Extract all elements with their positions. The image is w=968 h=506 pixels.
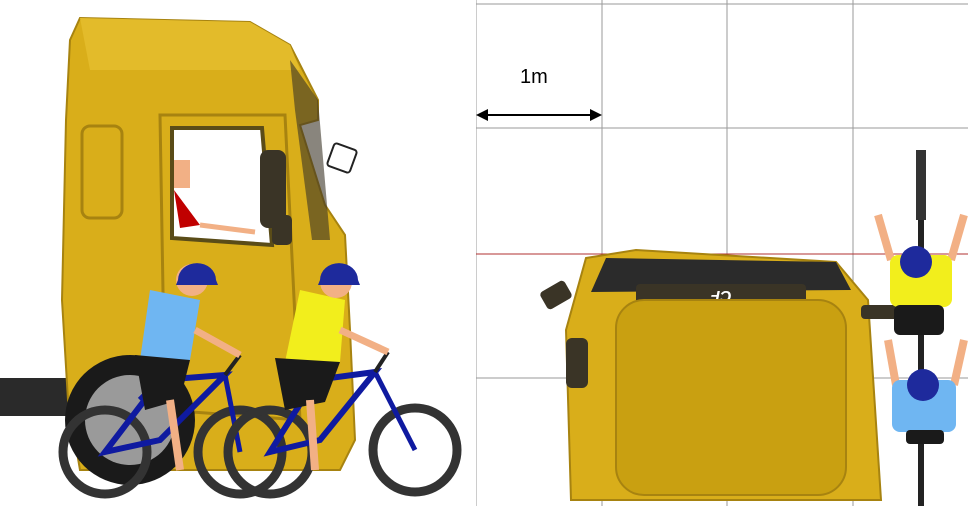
truck-roof xyxy=(80,18,300,70)
top-view-illustration: CF xyxy=(476,0,968,506)
truck-top-panel xyxy=(616,300,846,495)
cyclist1-jersey xyxy=(140,290,200,360)
scale-arrow xyxy=(476,109,602,121)
top-view-panel: CF xyxy=(476,0,968,506)
cyclist-yellow-helmet-top xyxy=(900,246,932,278)
scale-label: 1m xyxy=(520,66,548,89)
truck-front-mirror xyxy=(327,143,358,174)
cyclist-blue-helmet-top xyxy=(907,369,939,401)
truck-mirror-left-top xyxy=(566,338,588,388)
cyclist-blue-top xyxy=(888,340,964,444)
truck-mirror-lower xyxy=(272,215,292,245)
side-view-illustration xyxy=(0,0,474,506)
bike1-front-wheel-top xyxy=(916,150,926,220)
cyclists-top-view xyxy=(878,150,964,506)
truck-mirror-left-front xyxy=(539,279,573,310)
driver-head xyxy=(174,160,190,188)
side-view-panel xyxy=(0,0,474,506)
truck-top-view: CF xyxy=(539,250,901,500)
